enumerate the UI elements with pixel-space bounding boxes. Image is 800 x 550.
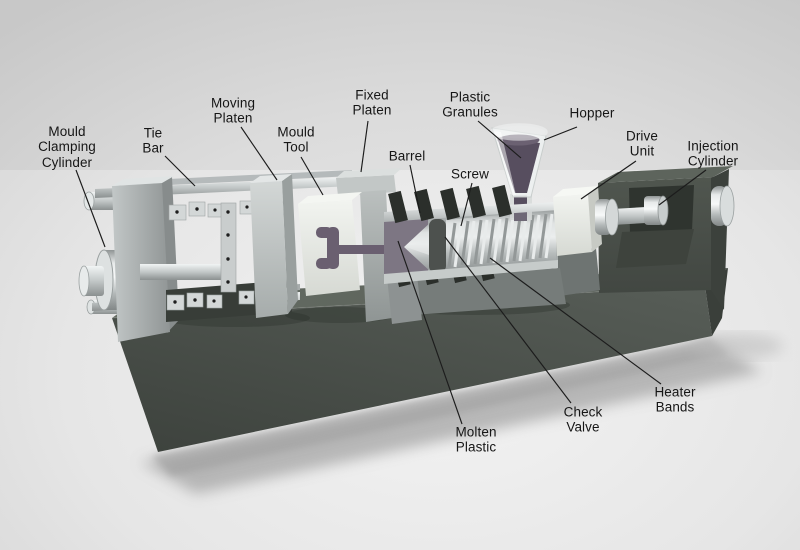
label-drive-unit: Drive Unit: [625, 128, 659, 159]
clamp-ram: [140, 264, 226, 280]
label-tie-bar: Tie Bar: [142, 125, 164, 156]
check-valve-ring: [429, 219, 446, 273]
label-mould-tool: Mould Tool: [277, 124, 315, 155]
floor-shadow: [140, 333, 783, 494]
leader-lines: [75, 120, 707, 425]
plastic-granules-fill: [497, 137, 540, 193]
drive-unit: [553, 186, 602, 256]
leader-heater-bands: [489, 257, 662, 385]
leader-barrel: [409, 164, 421, 214]
heater-bands-upper: [388, 184, 512, 224]
screw: [446, 210, 556, 270]
moving-platen: [250, 174, 298, 318]
leader-moving-platen: [240, 126, 278, 181]
leader-injection-cylinder: [658, 169, 707, 206]
leader-molten-plastic: [397, 240, 463, 425]
label-fixed-platen: Fixed Platen: [352, 87, 392, 118]
label-barrel: Barrel: [388, 148, 426, 164]
leader-hopper: [543, 126, 578, 141]
leader-plastic-granules: [477, 120, 522, 159]
leader-tie-bar: [164, 155, 196, 187]
tie-bar-far-top: [128, 170, 352, 187]
label-plastic-granules: Plastic Granules: [442, 89, 498, 120]
leader-check-valve: [444, 236, 572, 404]
label-heater-bands: Heater Bands: [654, 384, 696, 415]
label-molten-plastic: Molten Plastic: [455, 424, 497, 455]
drive-shaft: [595, 198, 646, 236]
molten-plastic-channel: [316, 227, 388, 269]
hopper: [490, 123, 548, 198]
injection-cylinder-end-cap: [711, 185, 735, 227]
label-hopper: Hopper: [569, 105, 615, 121]
leader-mould-clamping-cylinder: [75, 169, 106, 248]
leader-drive-unit: [580, 160, 637, 200]
label-mould-clamping-cylinder: Mould Clamping Cylinder: [38, 123, 96, 170]
label-injection-cylinder: Injection Cylinder: [687, 138, 739, 169]
label-check-valve: Check Valve: [563, 404, 603, 435]
leader-mould-tool: [300, 156, 324, 196]
leader-screw: [460, 182, 473, 227]
backdrop-top-shade: [0, 0, 800, 170]
leader-fixed-platen: [360, 120, 369, 173]
label-screw: Screw: [450, 166, 490, 182]
label-moving-platen: Moving Platen: [210, 95, 256, 126]
